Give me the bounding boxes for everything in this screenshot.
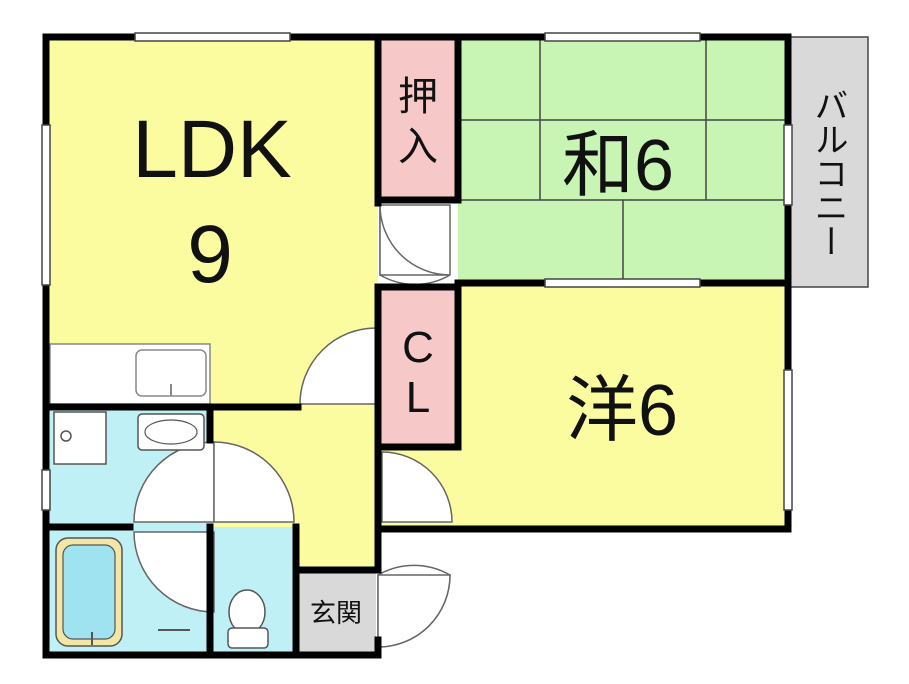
room-label-balcony: バルコニー [809, 88, 847, 258]
room-label-closet-2: L [406, 373, 430, 422]
room-label-ldk: LDK [132, 104, 292, 195]
toilet-tank [227, 627, 269, 649]
room-label-washitsu: 和6 [562, 126, 674, 206]
door-swings [133, 204, 453, 648]
room-closet-fill [378, 287, 458, 447]
room-size-ldk: 9 [187, 209, 233, 300]
wash-basin-bowl [144, 419, 198, 445]
windows [41, 32, 793, 511]
washing-machine [53, 411, 107, 465]
balcony-fill [787, 36, 869, 288]
bathtub-inner [62, 544, 116, 640]
washing-machine-drain [60, 430, 72, 442]
room-label-genkan: 玄関 [310, 598, 362, 628]
room-oshiire-fill [378, 37, 458, 199]
genkan-fill [296, 570, 376, 655]
room-youshitsu-fill [458, 283, 788, 529]
room-label-oshiire-2: 入 [398, 125, 438, 169]
room-label-closet-1: C [402, 323, 434, 372]
room-label-oshiire-1: 押 [398, 75, 438, 119]
room-label-youshitsu: 洋6 [566, 371, 678, 451]
tatami-lines [458, 37, 788, 283]
